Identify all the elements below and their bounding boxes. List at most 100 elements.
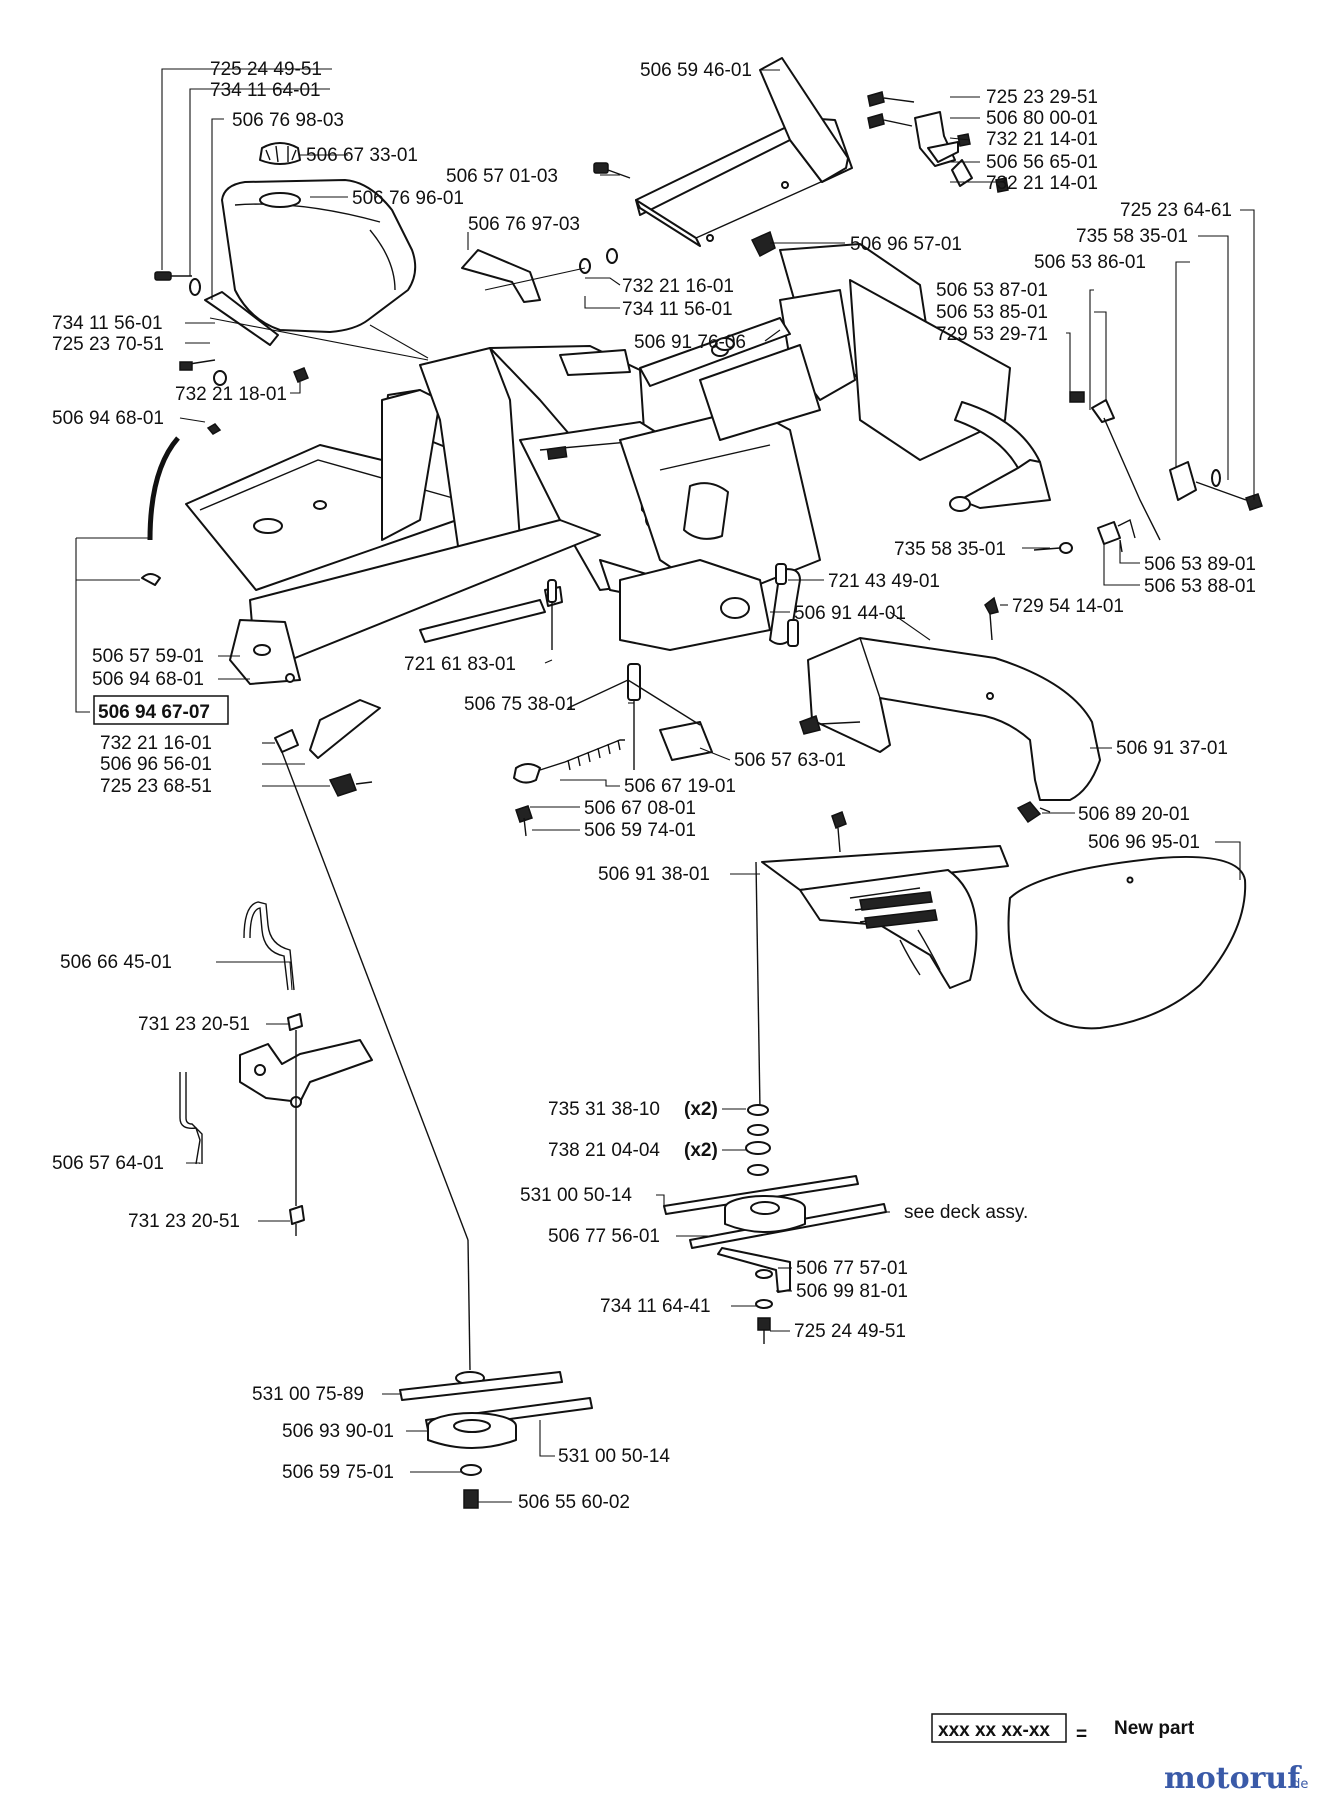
label-731-23-20-51-b: 731 23 20-51 [128, 1211, 240, 1232]
label-732-21-16-01-a: 732 21 16-01 [622, 276, 734, 297]
label-506-53-87-01: 506 53 87-01 [936, 280, 1048, 301]
seat-support-illustration [635, 57, 853, 247]
label-729-53-29-71: 729 53 29-71 [936, 324, 1048, 345]
legend-code-box [931, 1713, 1067, 1743]
label-735-58-35-01-a: 735 58 35-01 [1076, 226, 1188, 247]
label-506-57-01-03: 506 57 01-03 [446, 166, 558, 187]
label-506-55-60-02: 506 55 60-02 [518, 1492, 630, 1513]
main-frame-illustration [185, 243, 1051, 685]
label-506-77-57-01: 506 77 57-01 [796, 1258, 908, 1279]
label-531-00-75-89: 531 00 75-89 [252, 1384, 364, 1405]
small-pins [547, 563, 799, 770]
tank-bracket-illustration [204, 249, 541, 346]
bar-506-96-56-01 [274, 699, 469, 1241]
label-734-11-56-01-a: 734 11 56-01 [622, 299, 733, 320]
label-506-96-95-01: 506 96 95-01 [1088, 832, 1200, 853]
label-506-93-90-01: 506 93 90-01 [282, 1421, 394, 1442]
label-732-21-16-01-b: 732 21 16-01 [100, 733, 212, 754]
label-506-53-88-01: 506 53 88-01 [1144, 576, 1256, 597]
linkage-rod-right [1033, 391, 1263, 554]
legend-equals: = [1076, 1724, 1087, 1745]
legend: xxx xx xx-xx = New part [931, 1713, 1195, 1745]
label-506-75-38-01: 506 75 38-01 [464, 694, 576, 715]
label-725-23-68-51: 725 23 68-51 [100, 776, 212, 797]
top-right-hardware [867, 91, 1009, 193]
lever-assembly-left [179, 901, 373, 1236]
label-721-61-83-01: 721 61 83-01 [404, 654, 516, 675]
label-729-54-14-01: 729 54 14-01 [1012, 596, 1124, 617]
label-506-56-65-01: 506 56 65-01 [986, 152, 1098, 173]
label-738-21-04-04: 738 21 04-04 [548, 1140, 660, 1161]
label-725-23-29-51: 725 23 29-51 [986, 87, 1098, 108]
label-531-00-50-14-b: 531 00 50-14 [558, 1446, 670, 1467]
bolt-506-57-01-03 [593, 162, 631, 179]
belt-cover-506-91-37-01 [799, 596, 1101, 801]
label-506-53-85-01: 506 53 85-01 [936, 302, 1048, 323]
label-732-21-18-01: 732 21 18-01 [175, 384, 287, 405]
label-506-94-68-01-b: 506 94 68-01 [92, 669, 204, 690]
side-cover-506-96-95-01 [1007, 801, 1247, 1030]
label-735-31-38-10: 735 31 38-10 [548, 1099, 660, 1120]
label-506-77-56-01: 506 77 56-01 [548, 1226, 660, 1247]
label-725-24-49-51-b: 725 24 49-51 [794, 1321, 906, 1342]
label-506-80-00-01: 506 80 00-01 [986, 108, 1098, 129]
pulley-stack-right [663, 861, 887, 1344]
label-506-76-98-03: 506 76 98-03 [232, 110, 344, 131]
label-506-57-64-01: 506 57 64-01 [52, 1153, 164, 1174]
label-506-91-44-01: 506 91 44-01 [794, 603, 906, 624]
label-506-66-45-01: 506 66 45-01 [60, 952, 172, 973]
legend-code: xxx xx xx-xx [938, 1720, 1050, 1741]
watermark-suffix: .de [1288, 1777, 1308, 1792]
label-quantity-x2-b: (x2) [684, 1140, 718, 1161]
label-734-11-64-41: 734 11 64-41 [600, 1296, 711, 1317]
label-732-21-14-01-a: 732 21 14-01 [986, 129, 1098, 150]
label-506-96-56-01: 506 96 56-01 [100, 754, 212, 775]
label-531-00-50-14-a: 531 00 50-14 [520, 1185, 632, 1206]
label-506-57-63-01: 506 57 63-01 [734, 750, 846, 771]
label-506-89-20-01: 506 89 20-01 [1078, 804, 1190, 825]
label-506-59-74-01: 506 59 74-01 [584, 820, 696, 841]
label-see-deck-assy: see deck assy. [904, 1202, 1028, 1223]
label-506-59-75-01: 506 59 75-01 [282, 1462, 394, 1483]
label-735-58-35-01-b: 735 58 35-01 [894, 539, 1006, 560]
label-506-76-96-01: 506 76 96-01 [352, 188, 464, 209]
label-506-96-57-01: 506 96 57-01 [850, 234, 962, 255]
label-725-24-49-51: 725 24 49-51 [210, 59, 322, 80]
label-725-23-70-51: 725 23 70-51 [52, 334, 164, 355]
part-number-labels: 725 24 49-51 734 11 64-01 506 76 98-03 5… [52, 59, 1256, 1513]
label-506-76-97-03: 506 76 97-03 [468, 214, 580, 235]
label-506-53-89-01: 506 53 89-01 [1144, 554, 1256, 575]
label-506-91-76-06: 506 91 76-06 [634, 332, 746, 353]
leader-lines [75, 68, 1255, 1503]
label-506-67-19-01: 506 67 19-01 [624, 776, 736, 797]
label-506-53-86-01: 506 53 86-01 [1034, 252, 1146, 273]
label-725-23-64-61: 725 23 64-61 [1120, 200, 1232, 221]
label-731-23-20-51-a: 731 23 20-51 [138, 1014, 250, 1035]
legend-new-part-text: New part [1114, 1718, 1195, 1739]
watermark-logo: motoruf .de [1164, 1761, 1308, 1796]
label-506-99-81-01: 506 99 81-01 [796, 1281, 908, 1302]
knob-506-96-57-01 [750, 230, 776, 258]
label-506-91-37-01: 506 91 37-01 [1116, 738, 1228, 759]
belt-guide-506-91-38-01 [761, 811, 1009, 989]
fuel-line-illustration [141, 436, 180, 586]
watermark-brand: motoruf [1164, 1761, 1302, 1796]
label-734-11-56-01-b: 734 11 56-01 [52, 313, 163, 334]
label-506-67-08-01: 506 67 08-01 [584, 798, 696, 819]
pulley-stack-bottom [399, 1239, 593, 1509]
label-506-94-67-07: 506 94 67-07 [98, 702, 210, 723]
label-734-11-64-01: 734 11 64-01 [210, 80, 321, 101]
label-506-57-59-01: 506 57 59-01 [92, 646, 204, 667]
label-506-91-38-01: 506 91 38-01 [598, 864, 710, 885]
fasteners-left [154, 248, 618, 435]
label-506-67-33-01: 506 67 33-01 [306, 145, 418, 166]
label-506-59-46-01: 506 59 46-01 [640, 60, 752, 81]
label-732-21-14-01-b: 732 21 14-01 [986, 173, 1098, 194]
spring-illustration [513, 679, 713, 837]
label-721-43-49-01: 721 43 49-01 [828, 571, 940, 592]
fuel-tank-illustration [221, 142, 417, 333]
label-quantity-x2-a: (x2) [684, 1099, 718, 1120]
label-506-94-68-01-a: 506 94 68-01 [52, 408, 164, 429]
